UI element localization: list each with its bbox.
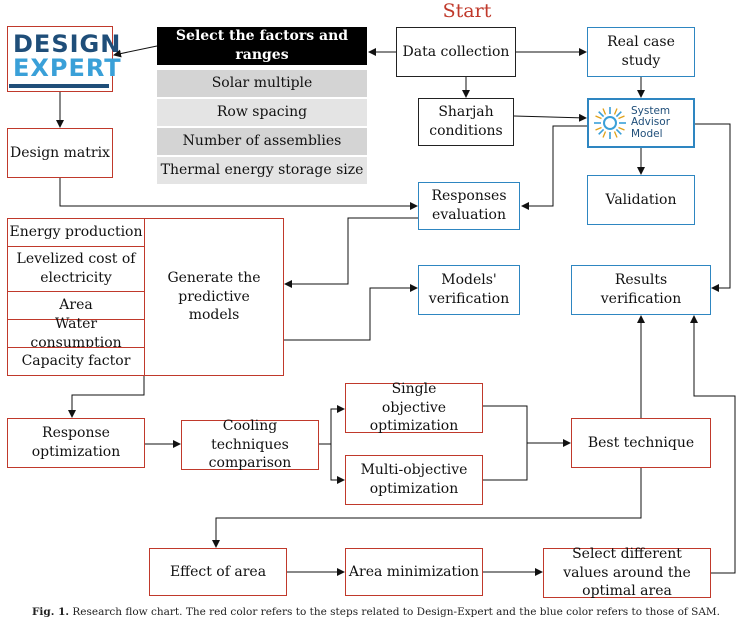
arrow-cooling-to-single — [319, 405, 345, 445]
arrow-cooling-to-multi — [330, 444, 345, 484]
effect-of-area-node: Effect of area — [149, 548, 287, 596]
arrow-sharjah-to-sam — [513, 113, 587, 122]
area-minimization-node: Area minimization — [345, 548, 483, 596]
arrow-matrix-to-responses — [59, 178, 418, 210]
line-multi-to-best — [483, 443, 528, 481]
factor-row-spacing: Row spacing — [157, 99, 367, 126]
arrow-models-to-verification — [284, 284, 418, 341]
response-water-consumption: Water consumption — [7, 316, 145, 351]
sam-logo-line1: System — [631, 104, 671, 117]
factors-header: Select the factors and ranges — [157, 27, 367, 65]
response-optimization-node: Response optimization — [7, 418, 145, 468]
sharjah-conditions-node: Sharjah conditions — [418, 98, 514, 146]
responses-evaluation-node: Responses evaluation — [418, 182, 520, 230]
arrow-sam-to-results — [695, 123, 731, 292]
design-expert-logo-box — [7, 26, 113, 92]
generate-models-node: Generate the predictive models — [144, 218, 284, 376]
logo-bar — [9, 83, 109, 88]
factor-number-of-assemblies: Number of assemblies — [157, 128, 367, 155]
logo-line1: DESIGN — [13, 30, 122, 59]
sun-icon — [594, 107, 626, 139]
figure-caption: Fig. 1. Research flow chart. The red col… — [0, 606, 752, 618]
real-case-study-node: Real case study — [587, 27, 695, 77]
select-values-node: Select different values around the optim… — [543, 546, 711, 599]
start-label: Start — [442, 0, 492, 22]
response-capacity-factor: Capacity factor — [7, 347, 145, 376]
validation-node: Validation — [587, 175, 695, 225]
data-collection-node: Data collection — [396, 27, 516, 77]
models-verification-node: Models' verification — [418, 265, 520, 315]
arrow-sam-to-responses — [521, 125, 587, 210]
factor-solar-multiple: Solar multiple — [157, 70, 367, 97]
best-technique-node: Best technique — [571, 418, 711, 468]
sam-logo-line2: Advisor — [631, 116, 671, 129]
arrow-single-to-best — [483, 405, 571, 447]
logo-line2: EXPERT — [13, 54, 122, 83]
arrow-best-to-effect — [212, 468, 642, 548]
multi-objective-node: Multi-objective optimization — [345, 455, 483, 505]
single-objective-node: Single objective optimization — [345, 381, 483, 434]
response-energy-production: Energy production — [7, 218, 145, 247]
results-verification-node: Results verification — [571, 265, 711, 315]
caption-label: Fig. 1. — [31, 606, 70, 618]
caption-text: Research flow chart. The red color refer… — [72, 606, 721, 618]
design-matrix-node: Design matrix — [7, 128, 113, 178]
arrow-models-to-optimization — [68, 376, 145, 418]
design-expert-logo: DESIGN EXPERT — [9, 30, 121, 90]
cooling-comparison-node: Cooling techniques comparison — [181, 418, 319, 471]
arrow-factors-to-logo — [113, 45, 158, 58]
factor-thermal-storage: Thermal energy storage size — [157, 157, 367, 184]
sam-logo-line3: Model — [631, 127, 663, 140]
arrow-select-to-results — [690, 315, 736, 574]
arrow-responses-to-models — [284, 217, 418, 288]
sam-logo: System Advisor Model — [587, 98, 695, 148]
response-lcoe: Levelized cost of electricity — [7, 246, 145, 292]
